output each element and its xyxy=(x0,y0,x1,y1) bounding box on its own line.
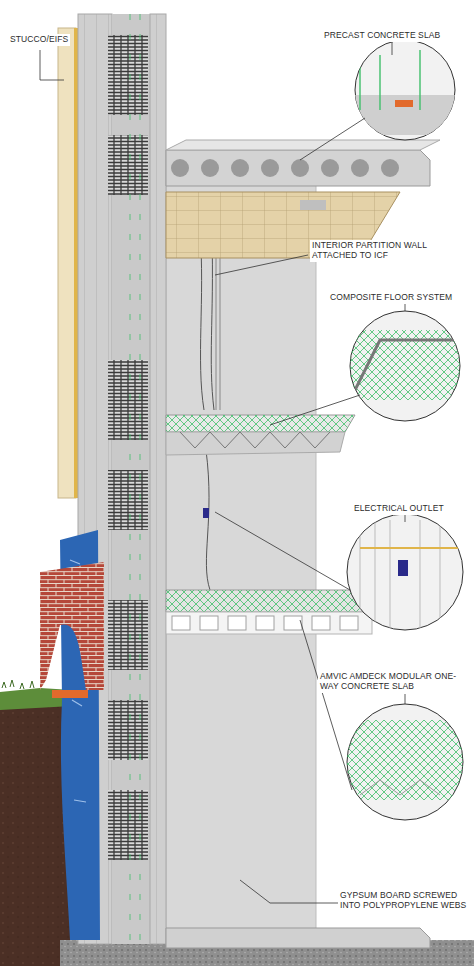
leader-line xyxy=(40,40,405,903)
detail-circle xyxy=(350,340,460,400)
precast-slab xyxy=(166,140,440,150)
detail-circle xyxy=(395,100,413,107)
stucco-layer xyxy=(58,28,76,498)
callout-label: STUCCO/EIFS xyxy=(8,34,70,46)
hollow-core xyxy=(321,159,339,177)
detail-circle xyxy=(345,720,474,800)
foam-form xyxy=(256,616,274,630)
icf-wall xyxy=(108,700,148,760)
detail-circle xyxy=(360,520,460,630)
leader-line xyxy=(392,40,393,55)
composite-floor xyxy=(166,432,345,455)
detail-circle xyxy=(345,330,474,400)
detail-circle xyxy=(360,50,420,110)
interior-partition xyxy=(216,240,220,410)
icf-wall xyxy=(108,360,148,440)
detail-circle xyxy=(398,560,408,576)
icf-wall xyxy=(130,14,140,940)
composite-floor xyxy=(180,432,330,448)
composite-floor xyxy=(166,415,355,455)
icf-wall xyxy=(108,135,148,195)
amdeck-slab xyxy=(172,616,358,630)
ground-slab xyxy=(166,928,430,948)
leader-line xyxy=(270,395,360,425)
hollow-core xyxy=(231,159,249,177)
detail-circle xyxy=(360,520,440,630)
leader-line xyxy=(40,50,64,80)
interior-partition xyxy=(166,185,316,935)
brick-veneer xyxy=(40,562,104,690)
precast-slab xyxy=(166,140,440,186)
detail-circle xyxy=(345,40,474,820)
hollow-core xyxy=(201,159,219,177)
interior-partition xyxy=(166,185,316,935)
detail-circle xyxy=(350,95,470,135)
foam-form xyxy=(340,616,358,630)
hollow-core xyxy=(171,159,399,177)
callout-label: INTERIOR PARTITION WALL ATTACHED TO ICF xyxy=(310,240,464,262)
foam-form xyxy=(228,616,246,630)
foam-form xyxy=(312,616,330,630)
leader-line xyxy=(300,620,352,790)
icf-wall xyxy=(108,600,148,670)
leader-line xyxy=(215,512,350,590)
icf-wall xyxy=(108,35,148,115)
icf-wall xyxy=(108,790,148,860)
foam-form xyxy=(172,616,190,630)
interior-partition xyxy=(166,185,316,935)
callout-label: AMVIC AMDECK MODULAR ONE-WAY CONCRETE SL… xyxy=(318,671,472,693)
electrical-outlet xyxy=(203,508,209,518)
detail-circle xyxy=(345,720,474,800)
suspended-ceiling xyxy=(300,200,326,210)
callout-label: GYPSUM BOARD SCREWED INTO POLYPROPYLENE … xyxy=(338,890,470,912)
composite-floor xyxy=(166,415,355,432)
hollow-core xyxy=(171,159,189,177)
icf-wall xyxy=(150,14,166,944)
flashing xyxy=(52,690,88,698)
hollow-core xyxy=(261,159,279,177)
leader-line xyxy=(300,118,365,160)
detail-circle xyxy=(350,50,470,135)
leader-line xyxy=(240,880,340,903)
icf-wall xyxy=(108,470,148,530)
hollow-core xyxy=(351,159,369,177)
foam-form xyxy=(284,616,302,630)
detail-circle xyxy=(360,547,460,549)
soil xyxy=(2,680,34,689)
foam-form xyxy=(200,616,218,630)
stucco-layer xyxy=(74,28,78,498)
detail-circle xyxy=(347,514,463,630)
leader-line xyxy=(405,694,406,704)
precast-slab xyxy=(166,150,430,186)
callout-label: COMPOSITE FLOOR SYSTEM xyxy=(328,292,454,304)
callout-label: PRECAST CONCRETE SLAB xyxy=(322,30,442,42)
leader-line xyxy=(215,255,308,275)
callout-label: ELECTRICAL OUTLET xyxy=(352,503,446,515)
hollow-core xyxy=(291,159,309,177)
detail-circle xyxy=(345,330,474,400)
amdeck-slab xyxy=(166,612,372,634)
leader-line xyxy=(405,514,406,522)
interior-partition xyxy=(200,230,214,590)
composite-floor xyxy=(166,415,355,432)
hollow-core xyxy=(381,159,399,177)
detail-circle xyxy=(360,780,440,795)
